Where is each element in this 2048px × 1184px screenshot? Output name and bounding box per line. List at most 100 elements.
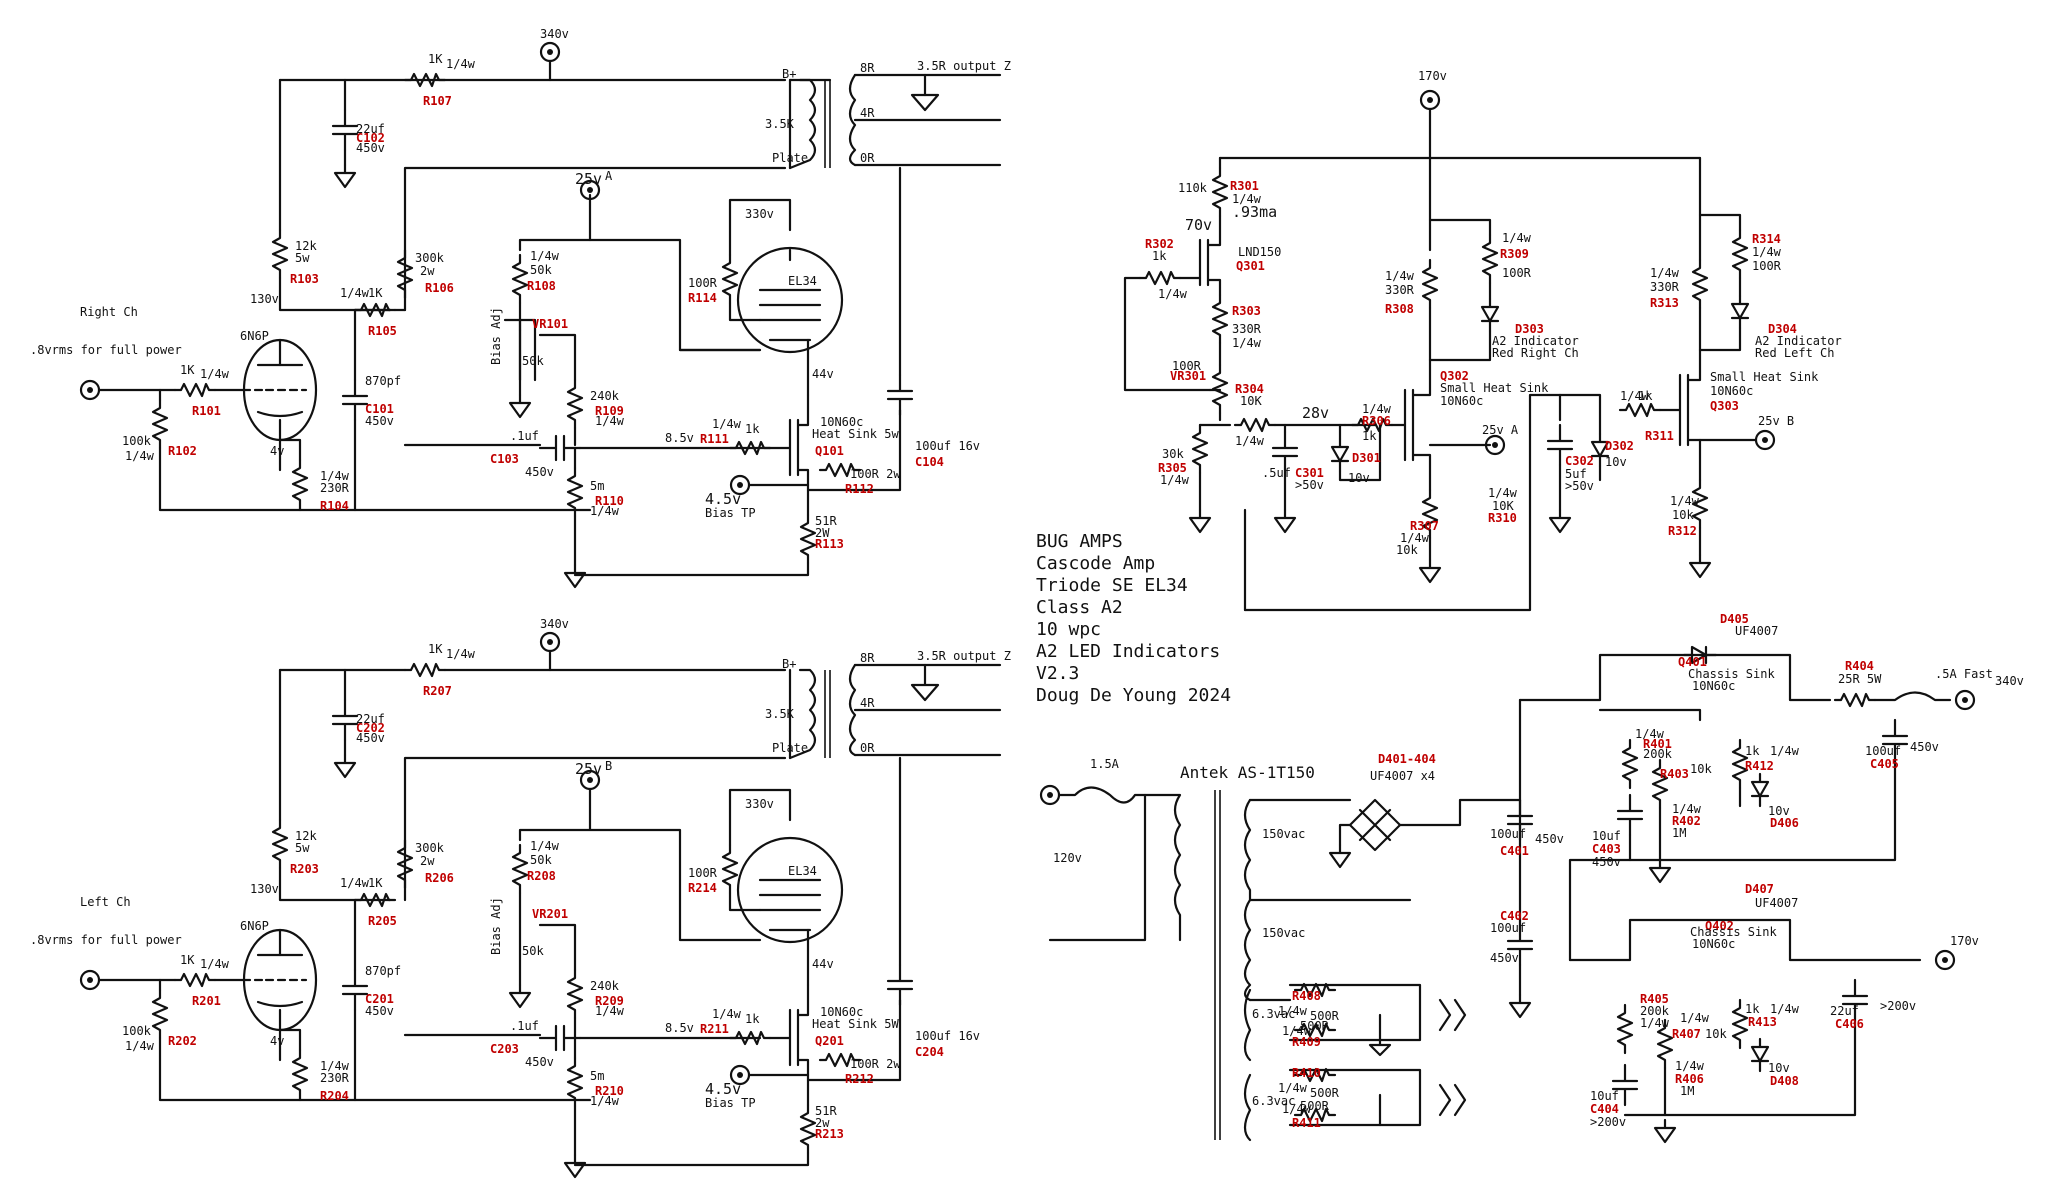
resistor-watt: 1/4w (200, 367, 230, 381)
resistor-ref: R201 (192, 994, 221, 1008)
cap-ref: C104 (915, 455, 944, 469)
resistor-watt: 1/4w (1620, 389, 1650, 403)
voltage-label: 8.5v (665, 431, 694, 445)
ot-tap: 4R (860, 696, 875, 710)
resistor-ref: R105 (368, 324, 397, 338)
resistor-ref: R208 (527, 869, 556, 883)
pot-value: 100R (1172, 359, 1202, 373)
right-channel-amp (79, 41, 1002, 589)
resistor-watt: 1/4w (1675, 1059, 1705, 1073)
resistor-watt: 1/4w (1672, 802, 1702, 816)
resistor-value: 1K (368, 286, 383, 300)
test-point-label: Bias TP (705, 1096, 756, 1110)
ot-output: 3.5R output Z (917, 59, 1011, 73)
resistor-watt: 1/4w (340, 286, 370, 300)
resistor-watt: 1/4w (712, 1007, 742, 1021)
resistor-ref: R102 (168, 444, 197, 458)
cap-volt: >200v (1590, 1115, 1626, 1129)
resistor-watt: 1/4w (1282, 1024, 1312, 1038)
secondary-voltage: 150vac (1262, 926, 1305, 940)
resistor-watt: 2w (420, 854, 435, 868)
mosfet-ref: Q402 (1705, 919, 1734, 933)
voltage-label: 44v (812, 367, 834, 381)
bias-tag: A (605, 169, 613, 183)
resistor-watt: 1/4w (125, 449, 155, 463)
resistor-value: 10k (1690, 762, 1712, 776)
mosfet-note: Small Heat Sink (1440, 381, 1549, 395)
cap-volt: 450v (525, 465, 554, 479)
resistor-value: 230R (320, 1071, 350, 1085)
fuse-rating: .5A Fast (1935, 667, 1993, 681)
resistor-watt: 1/4w (1770, 744, 1800, 758)
resistor-ref: R301 (1230, 179, 1259, 193)
resistor-value: 1K (368, 876, 383, 890)
mosfet-note: Small Heat Sink (1710, 370, 1819, 384)
title-line: Doug De Young 2024 (1036, 685, 1231, 706)
cap-ref: C102 (356, 131, 385, 145)
resistor-watt: 1/4w (712, 417, 742, 431)
transformer-model: Antek AS-1T150 (1180, 763, 1315, 782)
ot-b-plus: B+ (782, 657, 796, 671)
test-point-label: Bias TP (705, 506, 756, 520)
secondary-voltage: 150vac (1262, 827, 1305, 841)
diode-value: 10v (1348, 471, 1370, 485)
resistor-ref: R404 (1845, 659, 1874, 673)
resistor-value: 500R (1310, 1086, 1340, 1100)
resistor-watt: 1/4w (1160, 473, 1190, 487)
tube-type: EL34 (788, 864, 817, 878)
cap-value: 22uf (1830, 1004, 1859, 1018)
title-line: 10 wpc (1036, 619, 1101, 640)
resistor-value: 50k (530, 853, 552, 867)
resistor-value: 110k (1178, 181, 1208, 195)
resistor-value: 500R (1300, 1019, 1330, 1033)
resistor-watt: 1/4w (1232, 192, 1262, 206)
resistor-ref: R312 (1668, 524, 1697, 538)
resistor-watt: 1/4w (1488, 486, 1518, 500)
diode-ref: D302 (1605, 439, 1634, 453)
cap-ref: C204 (915, 1045, 944, 1059)
resistor-value: 12k (295, 829, 317, 843)
voltage-label: 8.5v (665, 1021, 694, 1035)
mosfet-type: 10N60c (1692, 679, 1735, 693)
resistor-value: 100R (1752, 259, 1782, 273)
resistor-watt: 1/4w (1752, 245, 1782, 259)
resistor-ref: R309 (1500, 247, 1529, 261)
resistor-value: 1K (180, 953, 195, 967)
voltage-label: 4v (270, 444, 284, 458)
fet-ref: Q301 (1236, 259, 1265, 273)
resistor-value: 330R (1650, 280, 1680, 294)
resistor-value: 1M (1680, 1084, 1694, 1098)
diode-value: 10v (1768, 804, 1790, 818)
cap-value: 100uf 16v (915, 439, 980, 453)
led-label: A2 Indicator (1492, 334, 1579, 348)
node-voltage: 170v (1418, 69, 1447, 83)
title-line: V2.3 (1036, 663, 1079, 684)
resistor-ref: R412 (1745, 759, 1774, 773)
resistor-watt: 1/4w (590, 1094, 620, 1108)
mosfet-type: 10N60c (1692, 937, 1735, 951)
resistor-watt: 1/4w (1502, 231, 1532, 245)
resistor-ref: R313 (1650, 296, 1679, 310)
cap-volt: 450v (525, 1055, 554, 1069)
bias-supply (1123, 89, 1776, 612)
resistor-ref: R407 (1672, 1027, 1701, 1041)
cap-volt: >200v (1880, 999, 1916, 1013)
resistor-value: 100R 2w (850, 467, 901, 481)
cap-volt: 450v (356, 141, 385, 155)
cap-value: .1uf (510, 429, 539, 443)
tube-type: 6N6P (240, 919, 269, 933)
resistor-watt: 1/4w (1158, 287, 1188, 301)
led-ref: D303 (1515, 322, 1544, 336)
cap-volt: 450v (356, 731, 385, 745)
resistor-value: 10k (1672, 508, 1694, 522)
resistor-value: 240k (590, 389, 620, 403)
resistor-ref: R101 (192, 404, 221, 418)
pot-ref: VR101 (532, 317, 568, 331)
bias-node: 25v (575, 760, 602, 778)
resistor-watt: 1/4w (1362, 402, 1392, 416)
heater-voltage: 6.3vac (1252, 1007, 1295, 1021)
ot-tap: 8R (860, 651, 875, 665)
resistor-ref: R104 (320, 499, 349, 513)
resistor-value: 5m (590, 1069, 604, 1083)
